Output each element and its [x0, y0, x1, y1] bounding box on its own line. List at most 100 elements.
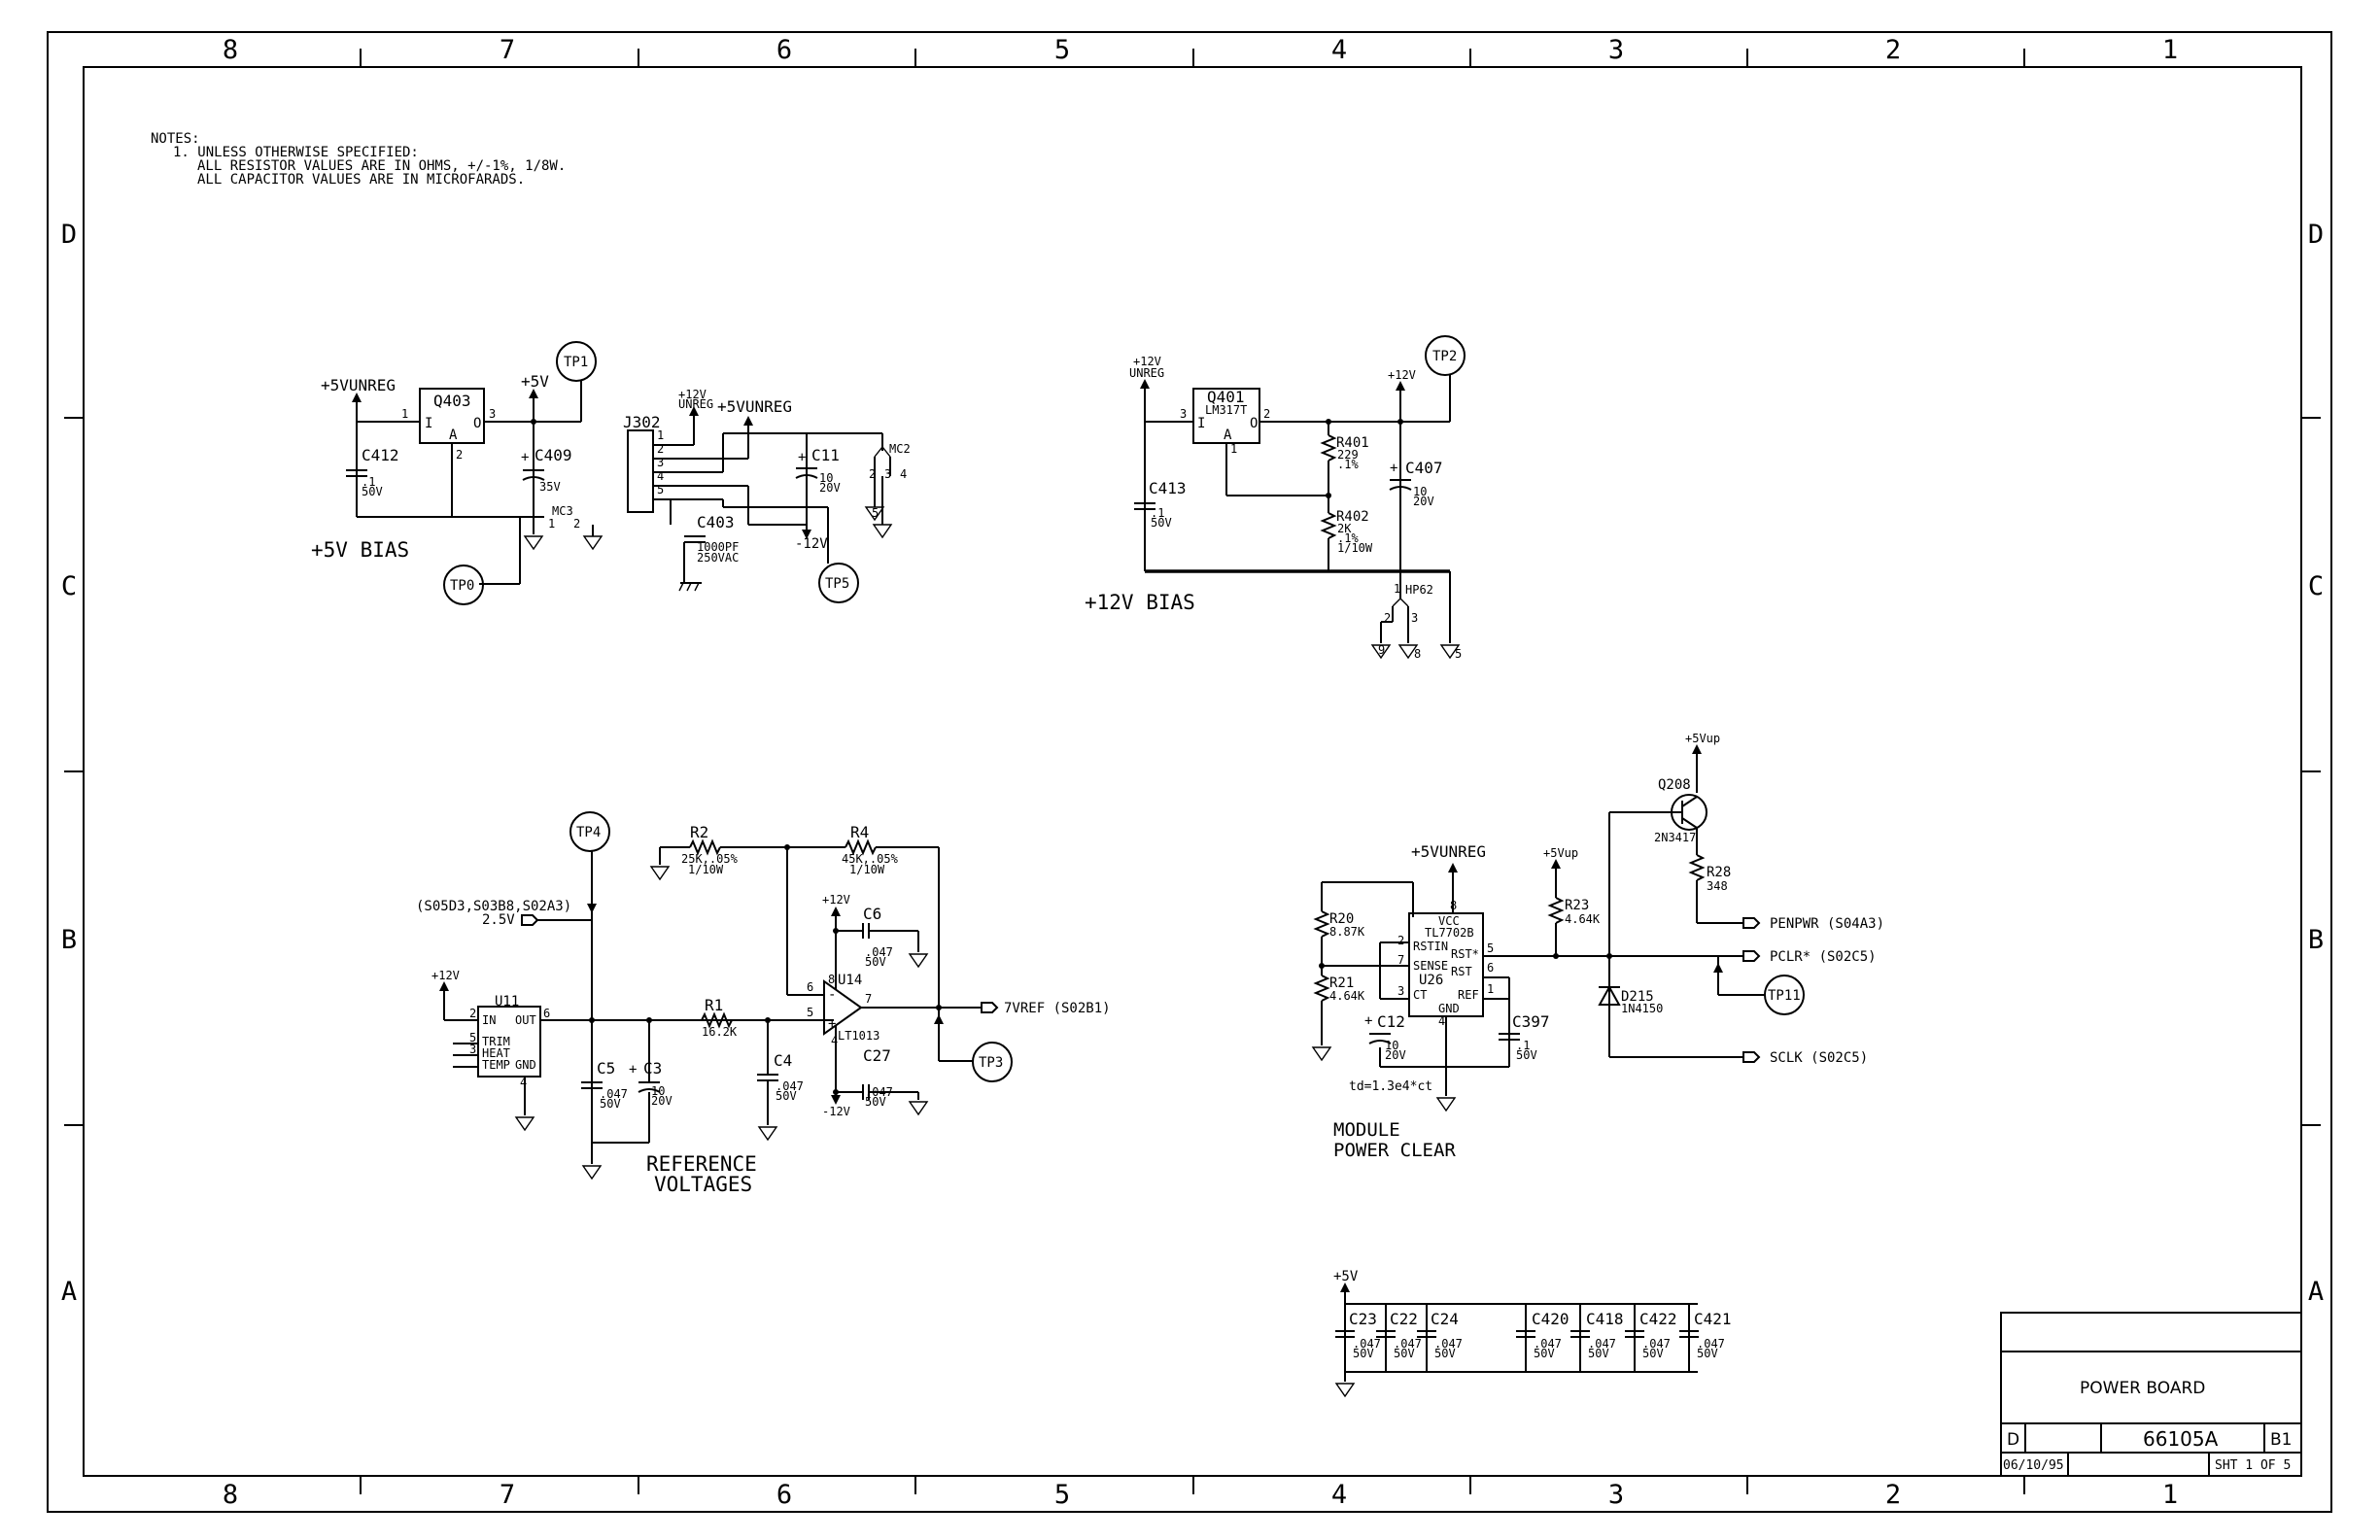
col-label-bottom: 1	[2162, 1480, 2178, 1510]
test-point-tp2	[1425, 335, 1466, 376]
schematic-label: 2.5V	[482, 912, 515, 928]
notes-heading: NOTES:	[151, 131, 200, 147]
schematic-label: +5VUNREG	[1411, 842, 1486, 861]
schematic-label: 10	[1385, 1039, 1398, 1052]
schematic-label: 8.87K	[1329, 925, 1365, 939]
schematic-label: +12V	[678, 388, 707, 401]
module-power-clear-circuit: +5VUNREG R20 8.87K R21 4.64K 8 VCC TL770…	[1312, 732, 1884, 1161]
schematic-label: 7	[1397, 953, 1404, 967]
schematic-label: 50V	[1353, 1347, 1374, 1360]
schematic-label: 10	[819, 471, 833, 485]
schematic-label: UNREG	[678, 397, 713, 411]
schematic-label: .047	[1534, 1337, 1562, 1351]
schematic-label: 50V	[865, 955, 886, 969]
schematic-label: 2	[1397, 934, 1404, 947]
schematic-label: C22	[1390, 1310, 1418, 1328]
schematic-label: O	[1250, 416, 1258, 431]
schematic-label: .047	[776, 1079, 804, 1093]
schematic-label: TRIM	[482, 1035, 510, 1048]
svg-text:+: +	[521, 450, 529, 465]
svg-text:+: +	[798, 450, 806, 465]
circuit-title: +5V BIAS	[311, 538, 409, 562]
schematic-label: R401	[1336, 435, 1369, 451]
col-label-bottom: 5	[1054, 1480, 1070, 1510]
col-label-bottom: 7	[500, 1480, 515, 1510]
schematic-label: 1/10W	[849, 863, 885, 876]
schematic-label: 50V	[600, 1097, 621, 1111]
schematic-label: 5	[1455, 647, 1462, 661]
schematic-label: 20V	[1385, 1048, 1406, 1062]
schematic-label: +5V	[1333, 1269, 1359, 1284]
decoupling-cap: C421 .047 50V	[1679, 1304, 1732, 1372]
schematic-label: 1	[1394, 582, 1400, 596]
schematic-label: 1	[1230, 442, 1237, 456]
svg-text:+: +	[828, 1016, 836, 1032]
schematic-label: .047	[600, 1087, 628, 1101]
schematic-label: 1/10W	[688, 863, 724, 876]
schematic-label: C407	[1405, 459, 1443, 477]
schematic-label: IN	[482, 1013, 496, 1027]
schematic-label: 20V	[1413, 495, 1434, 508]
test-point-tp5	[818, 563, 859, 603]
schematic-label: C418	[1586, 1310, 1624, 1328]
revision: B1	[2270, 1430, 2292, 1450]
schematic-label: C4	[774, 1051, 792, 1070]
schematic-label: 20V	[819, 481, 841, 495]
schematic-label: .047	[865, 945, 893, 959]
schematic-label: C397	[1512, 1012, 1550, 1031]
schematic-label: TL7702B	[1425, 926, 1474, 940]
svg-text:+: +	[1364, 1013, 1372, 1029]
schematic-label: A	[1224, 428, 1232, 443]
schematic-label: R4	[850, 823, 869, 841]
col-label-top: 2	[1885, 35, 1901, 65]
test-point-tp3	[972, 1042, 1013, 1082]
schematic-label: .1%	[1337, 531, 1359, 545]
schematic-label: TP0	[450, 578, 474, 594]
drawing-number: 66105A	[2143, 1427, 2219, 1451]
schematic-label: .047	[865, 1085, 893, 1099]
schematic-label: TP4	[576, 825, 601, 840]
schematic-label: 2K	[1337, 522, 1352, 535]
notes-line: 1. UNLESS OTHERWISE SPECIFIED:	[173, 145, 419, 160]
schematic-label: +5Vup	[1685, 732, 1720, 745]
schematic-label: UNREG	[1129, 366, 1164, 380]
schematic-label: 6	[807, 980, 813, 994]
schematic-label: 20V	[651, 1094, 673, 1108]
circuit-title: MODULE	[1333, 1119, 1400, 1141]
schematic-label: C11	[811, 446, 840, 464]
schematic-label: 5	[1487, 941, 1494, 955]
schematic-label: C412	[362, 446, 399, 464]
schematic-label: 7VREF (S02B1)	[1004, 1001, 1111, 1016]
schematic-label: 5	[469, 1031, 476, 1044]
bias-12v-circuit: +12V UNREG Q401 LM317T I O A 3 2 1 R401 …	[1085, 335, 1466, 661]
decoupling-capacitors: +5V C23 .047 50V C22 .047 50V C24 .047 5…	[1333, 1269, 1732, 1397]
schematic-label: C24	[1431, 1310, 1459, 1328]
schematic-label: O	[473, 416, 481, 431]
schematic-label: R20	[1329, 911, 1354, 927]
schematic-label: 250VAC	[697, 551, 739, 565]
schematic-label: C422	[1639, 1310, 1677, 1328]
schematic-label: C421	[1694, 1310, 1732, 1328]
schematic-label: 3	[469, 1043, 476, 1056]
schematic-label: .047	[1642, 1337, 1671, 1351]
schematic-label: (S05D3,S03B8,S02A3)	[416, 899, 571, 914]
schematic-label: 1	[548, 517, 555, 530]
col-label-bottom: 8	[223, 1480, 238, 1510]
schematic-label: 50V	[865, 1095, 886, 1109]
row-label-left: D	[61, 220, 77, 250]
schematic-label: GND	[1438, 1002, 1460, 1015]
sheet-number: SHT 1 OF 5	[2215, 1458, 2291, 1473]
schematic-label: 50V	[1697, 1347, 1718, 1360]
schematic-label: Q208	[1658, 777, 1691, 793]
schematic-label: TP3	[979, 1055, 1003, 1071]
row-label-right: A	[2308, 1277, 2324, 1307]
schematic-label: 50V	[1534, 1347, 1555, 1360]
schematic-label: 2	[456, 448, 463, 462]
schematic-label: TEMP	[482, 1058, 510, 1072]
test-point-tp1	[556, 341, 597, 382]
schematic-label: 50V	[1434, 1347, 1456, 1360]
schematic-label: R402	[1336, 509, 1369, 525]
schematic-label: 35V	[539, 480, 561, 494]
schematic-label: 2	[1263, 407, 1270, 421]
drawing-border: 8 7 6 5 4 3 2 1 8 7 6 5 4 3 2 1 D C B A …	[47, 31, 2332, 1513]
